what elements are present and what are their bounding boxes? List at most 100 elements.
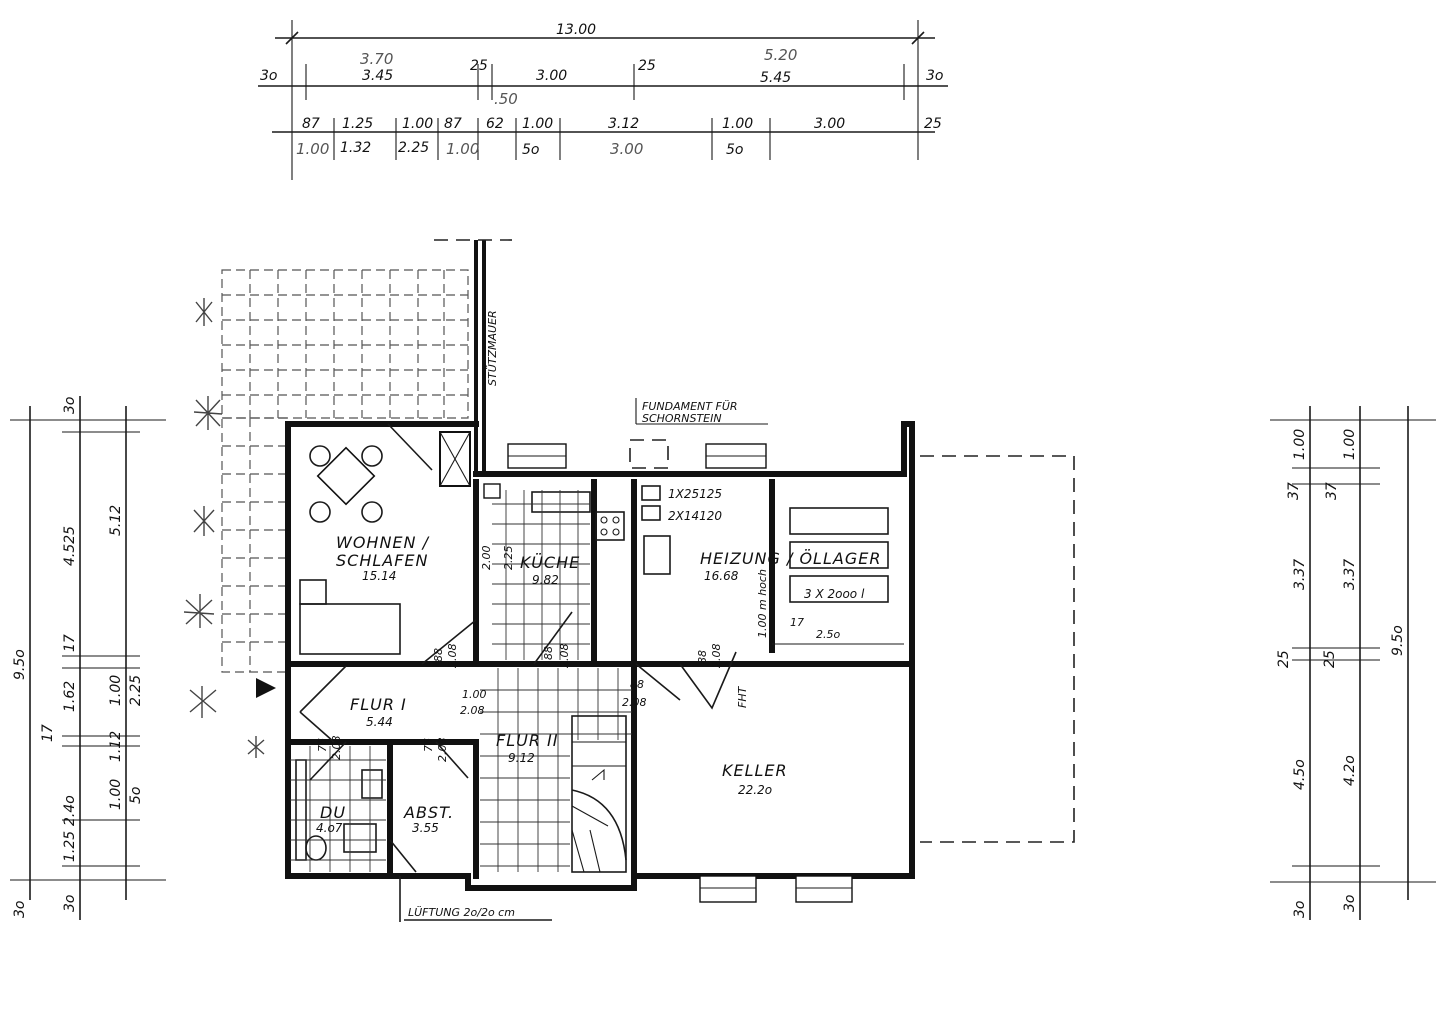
left-dim-10: 2.4o [62,795,78,826]
room-schlafen-label: SCHLAFEN [336,551,429,570]
room-labels: WOHNEN / SCHLAFEN 15.14 KÜCHE 9.82 HEIZU… [316,533,880,835]
pen-row3-0: 1.00 [296,140,329,158]
room-abst-area: 3.55 [412,821,439,835]
left-dim-4: 17 [62,634,78,652]
dim-row2-2: 1.00 [402,116,433,132]
fht-label: FHT [736,685,749,708]
door7-height: 2.08 [436,738,449,763]
future-extension-outline [920,455,1075,843]
room-kueche-label: KÜCHE [520,553,580,572]
tank-spec-1: 1X25125 [668,487,722,501]
right-dim-12: 3o [1342,895,1358,912]
hoch-label: 1.00 m hoch [756,569,769,638]
right-dim-6: 25 [1276,650,1292,668]
overall-width: 13.00 [556,22,596,38]
door5-width: 88 [696,650,709,664]
dim-row2-8: 3.00 [814,116,845,132]
kitchen-opening-1: 2.00 [480,546,493,571]
door4-width: 1.00 [462,688,487,701]
heat-dim-2: 2.5o [816,628,840,641]
left-dim-9: 2.25 [128,675,144,706]
tank-spec-2: 2X14120 [668,509,722,523]
room-keller-label: KELLER [722,761,788,780]
dim-row1-2: 25 [470,58,488,74]
right-dim-9: 4.5o [1292,759,1308,790]
plant-icons [183,298,265,758]
misc-labels: 1X25125 2X14120 3 X 2ooo l 1.00 m hoch F… [316,487,904,922]
room-kueche-area: 9.82 [532,573,559,587]
dim-row1-6: 3o [926,68,943,84]
pen-row3-1: 1.00 [446,140,479,158]
chimney-foundation: FUNDAMENT FÜR SCHORNSTEIN [629,398,768,469]
right-dim-7: 25 [1322,650,1338,668]
right-dim-10: 4.2o [1342,755,1358,786]
door3-height: 2.08 [622,696,647,709]
room-flur1-label: FLUR I [350,695,407,714]
left-dim-5: 1.62 [62,681,78,712]
left-dim-2: 5.12 [108,505,124,536]
right-dim-3: 37 [1324,482,1340,500]
room-flur1-area: 5.44 [366,715,393,729]
room-heizung-area: 16.68 [704,569,739,583]
building-walls [285,421,915,903]
room-flur2-label: FLUR II [496,731,558,750]
staircase [571,715,627,873]
door1-width: 88 [432,648,445,662]
left-dim-3: 9.5o [12,649,28,680]
door2-height: 2.08 [558,644,571,669]
entrance-arrow-icon [256,678,276,698]
room-wohnen-label: WOHNEN / [336,533,430,552]
right-dim-1: 1.00 [1342,429,1358,460]
left-dim-0: 3o [62,397,78,414]
door6-width: 76 [316,738,329,752]
right-dim-11: 3o [1292,901,1308,918]
heat-dim-1: 17 [790,616,804,629]
dim-row3-3: 5o [726,142,743,158]
pen-row2-0: .50 [494,90,518,108]
left-dim-8: 1.00 [108,675,124,706]
dim-row3-2: 5o [522,142,539,158]
left-dim-14: 3o [12,901,28,918]
pen-row1-0: 3.70 [360,50,393,68]
retaining-wall: STÜTZMAUER [434,239,512,474]
door2-width: 88 [542,646,555,660]
right-dim-4: 3.37 [1292,559,1308,590]
pen-row1-1: 5.20 [764,46,797,64]
right-dimension-chains: 1.00 1.00 37 37 3.37 3.37 25 25 9.5o 4.5… [1270,406,1436,920]
dim-row2-0: 87 [302,116,320,132]
pen-row3-2: 3.00 [610,140,643,158]
door5-height: 2.08 [710,644,723,669]
door-swings [299,423,737,873]
left-dim-7: 1.12 [108,731,124,762]
right-dim-0: 1.00 [1292,429,1308,460]
top-dimension-chains: 13.00 3o 3.45 25 3.00 25 5.45 3o 3.70 5.… [258,20,948,180]
right-dim-8: 9.5o [1390,625,1406,656]
dim-row1-1: 3.45 [362,68,393,84]
fundament-label-1: FUNDAMENT FÜR [642,400,738,413]
left-dimension-chains: 3o 4.525 5.12 9.5o 17 1.62 17 1.12 1.00 … [10,396,166,920]
stutzmauer-label: STÜTZMAUER [486,310,499,386]
dim-row2-7: 1.00 [722,116,753,132]
room-abst-label: ABST. [403,803,454,822]
door4-height: 2.08 [460,704,485,717]
dim-row2-6: 3.12 [608,116,639,132]
lueftung-label: LÜFTUNG 2o/2o cm [408,906,515,919]
left-dim-1: 4.525 [62,526,78,566]
room-du-label: DU [320,803,346,822]
left-dim-6: 17 [40,724,56,742]
floor-tiles [290,490,632,872]
terrace-paving [183,269,469,758]
room-keller-area: 22.2o [738,783,772,797]
room-flur2-area: 9.12 [508,751,535,765]
right-dim-5: 3.37 [1342,559,1358,590]
left-dim-15: 3o [62,895,78,912]
door1-height: 2.08 [446,644,459,669]
dim-row1-3: 3.00 [536,68,567,84]
left-dim-12: 5o [128,787,144,804]
fundament-label-2: SCHORNSTEIN [642,412,722,425]
dim-row3-1: 2.25 [398,140,429,156]
dim-row1-0: 3o [260,68,277,84]
right-dim-2: 37 [1286,482,1302,500]
dim-row3-0: 1.32 [340,140,371,156]
left-dim-13: 1.25 [62,831,78,862]
